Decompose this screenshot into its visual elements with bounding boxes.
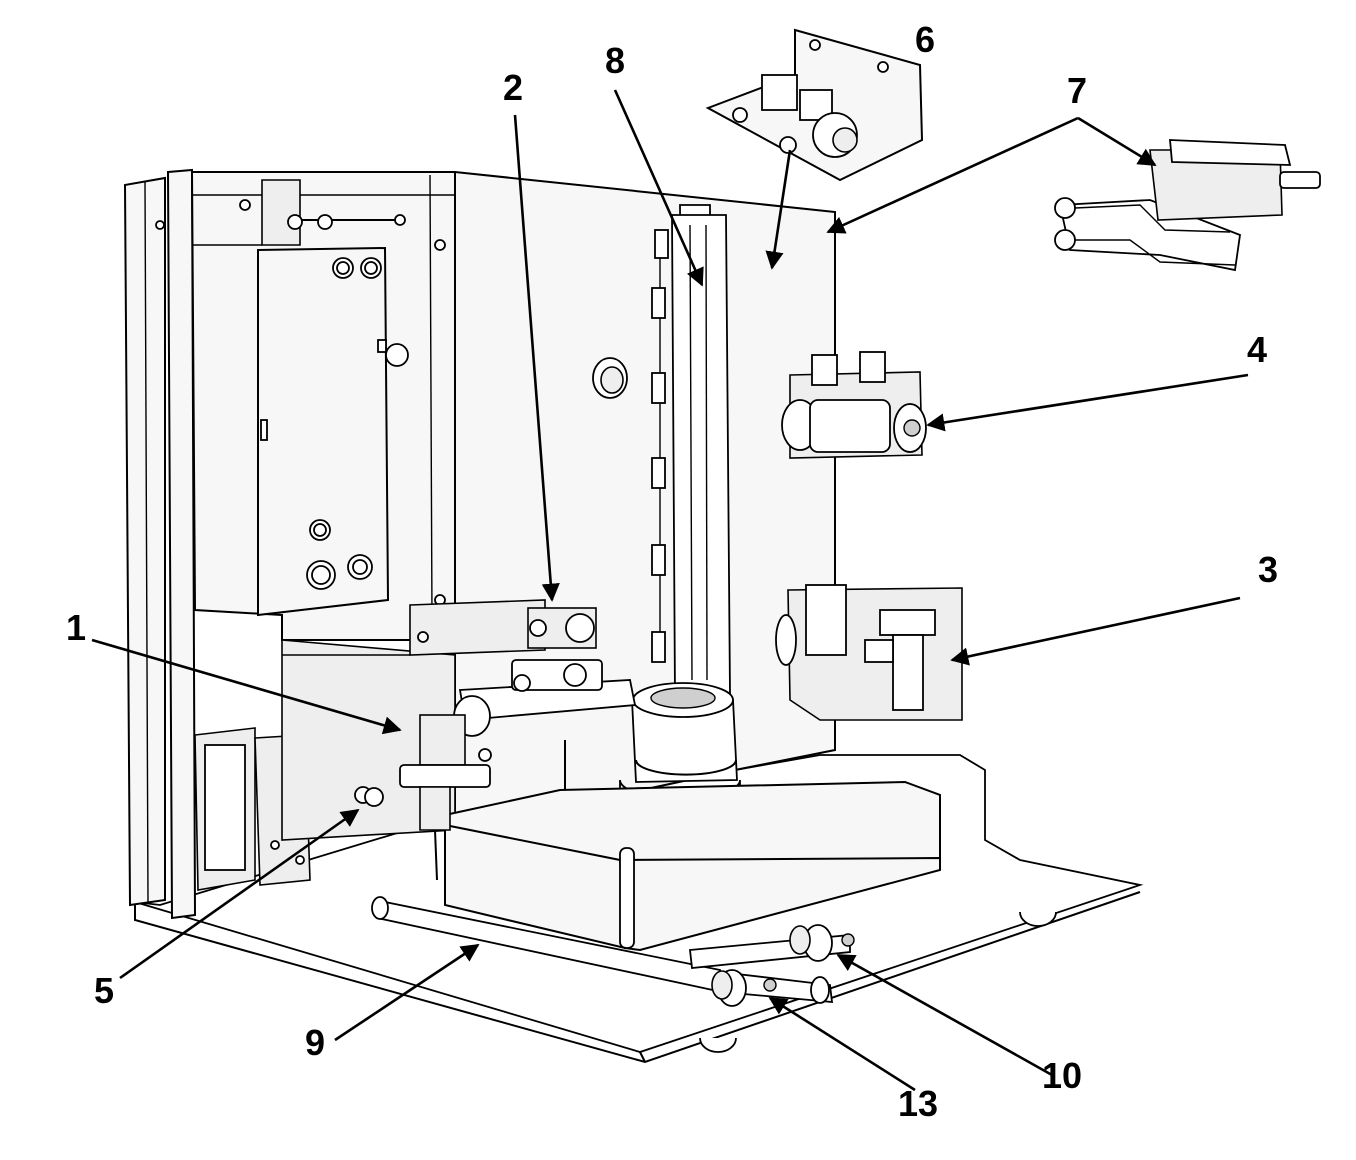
callout-9: 9 [305, 1022, 325, 1063]
callout-8: 8 [605, 40, 625, 81]
leader-8 [613, 89, 704, 287]
leader-7a [826, 116, 1079, 234]
callout-1: 1 [66, 607, 86, 648]
bottom-tube [371, 896, 855, 1007]
leader-3 [950, 596, 1241, 666]
callout-4: 4 [1247, 329, 1267, 370]
callout-3: 3 [1258, 549, 1278, 590]
callout-13: 13 [898, 1083, 938, 1124]
gas-manifold [354, 599, 637, 881]
callout-2: 2 [503, 67, 523, 108]
leader-9 [334, 943, 480, 1042]
part-6-bracket-assembly [705, 28, 924, 182]
vertical-flue-pipe [651, 204, 731, 699]
leader-10 [836, 953, 1053, 1077]
leader-1 [91, 638, 402, 735]
callout-6: 6 [915, 19, 935, 60]
callout-5: 5 [94, 970, 114, 1011]
leader-lines [91, 89, 1249, 1092]
leader-13 [768, 996, 916, 1092]
leader-6 [765, 149, 792, 270]
callout-7: 7 [1067, 70, 1087, 111]
burner-box [444, 780, 941, 952]
leader-4 [926, 373, 1249, 432]
callout-10: 10 [1042, 1055, 1082, 1096]
left-frame [123, 168, 311, 920]
leader-7b [1077, 116, 1157, 167]
part-3-gas-valve [775, 584, 963, 721]
part-7-valve-assembly [1054, 139, 1321, 272]
callout-labels: 1 2 3 4 5 6 7 8 9 10 13 [66, 19, 1278, 1124]
leader-2 [513, 114, 560, 602]
part-4-solenoid-valve [781, 351, 927, 459]
leader-5 [119, 808, 360, 980]
